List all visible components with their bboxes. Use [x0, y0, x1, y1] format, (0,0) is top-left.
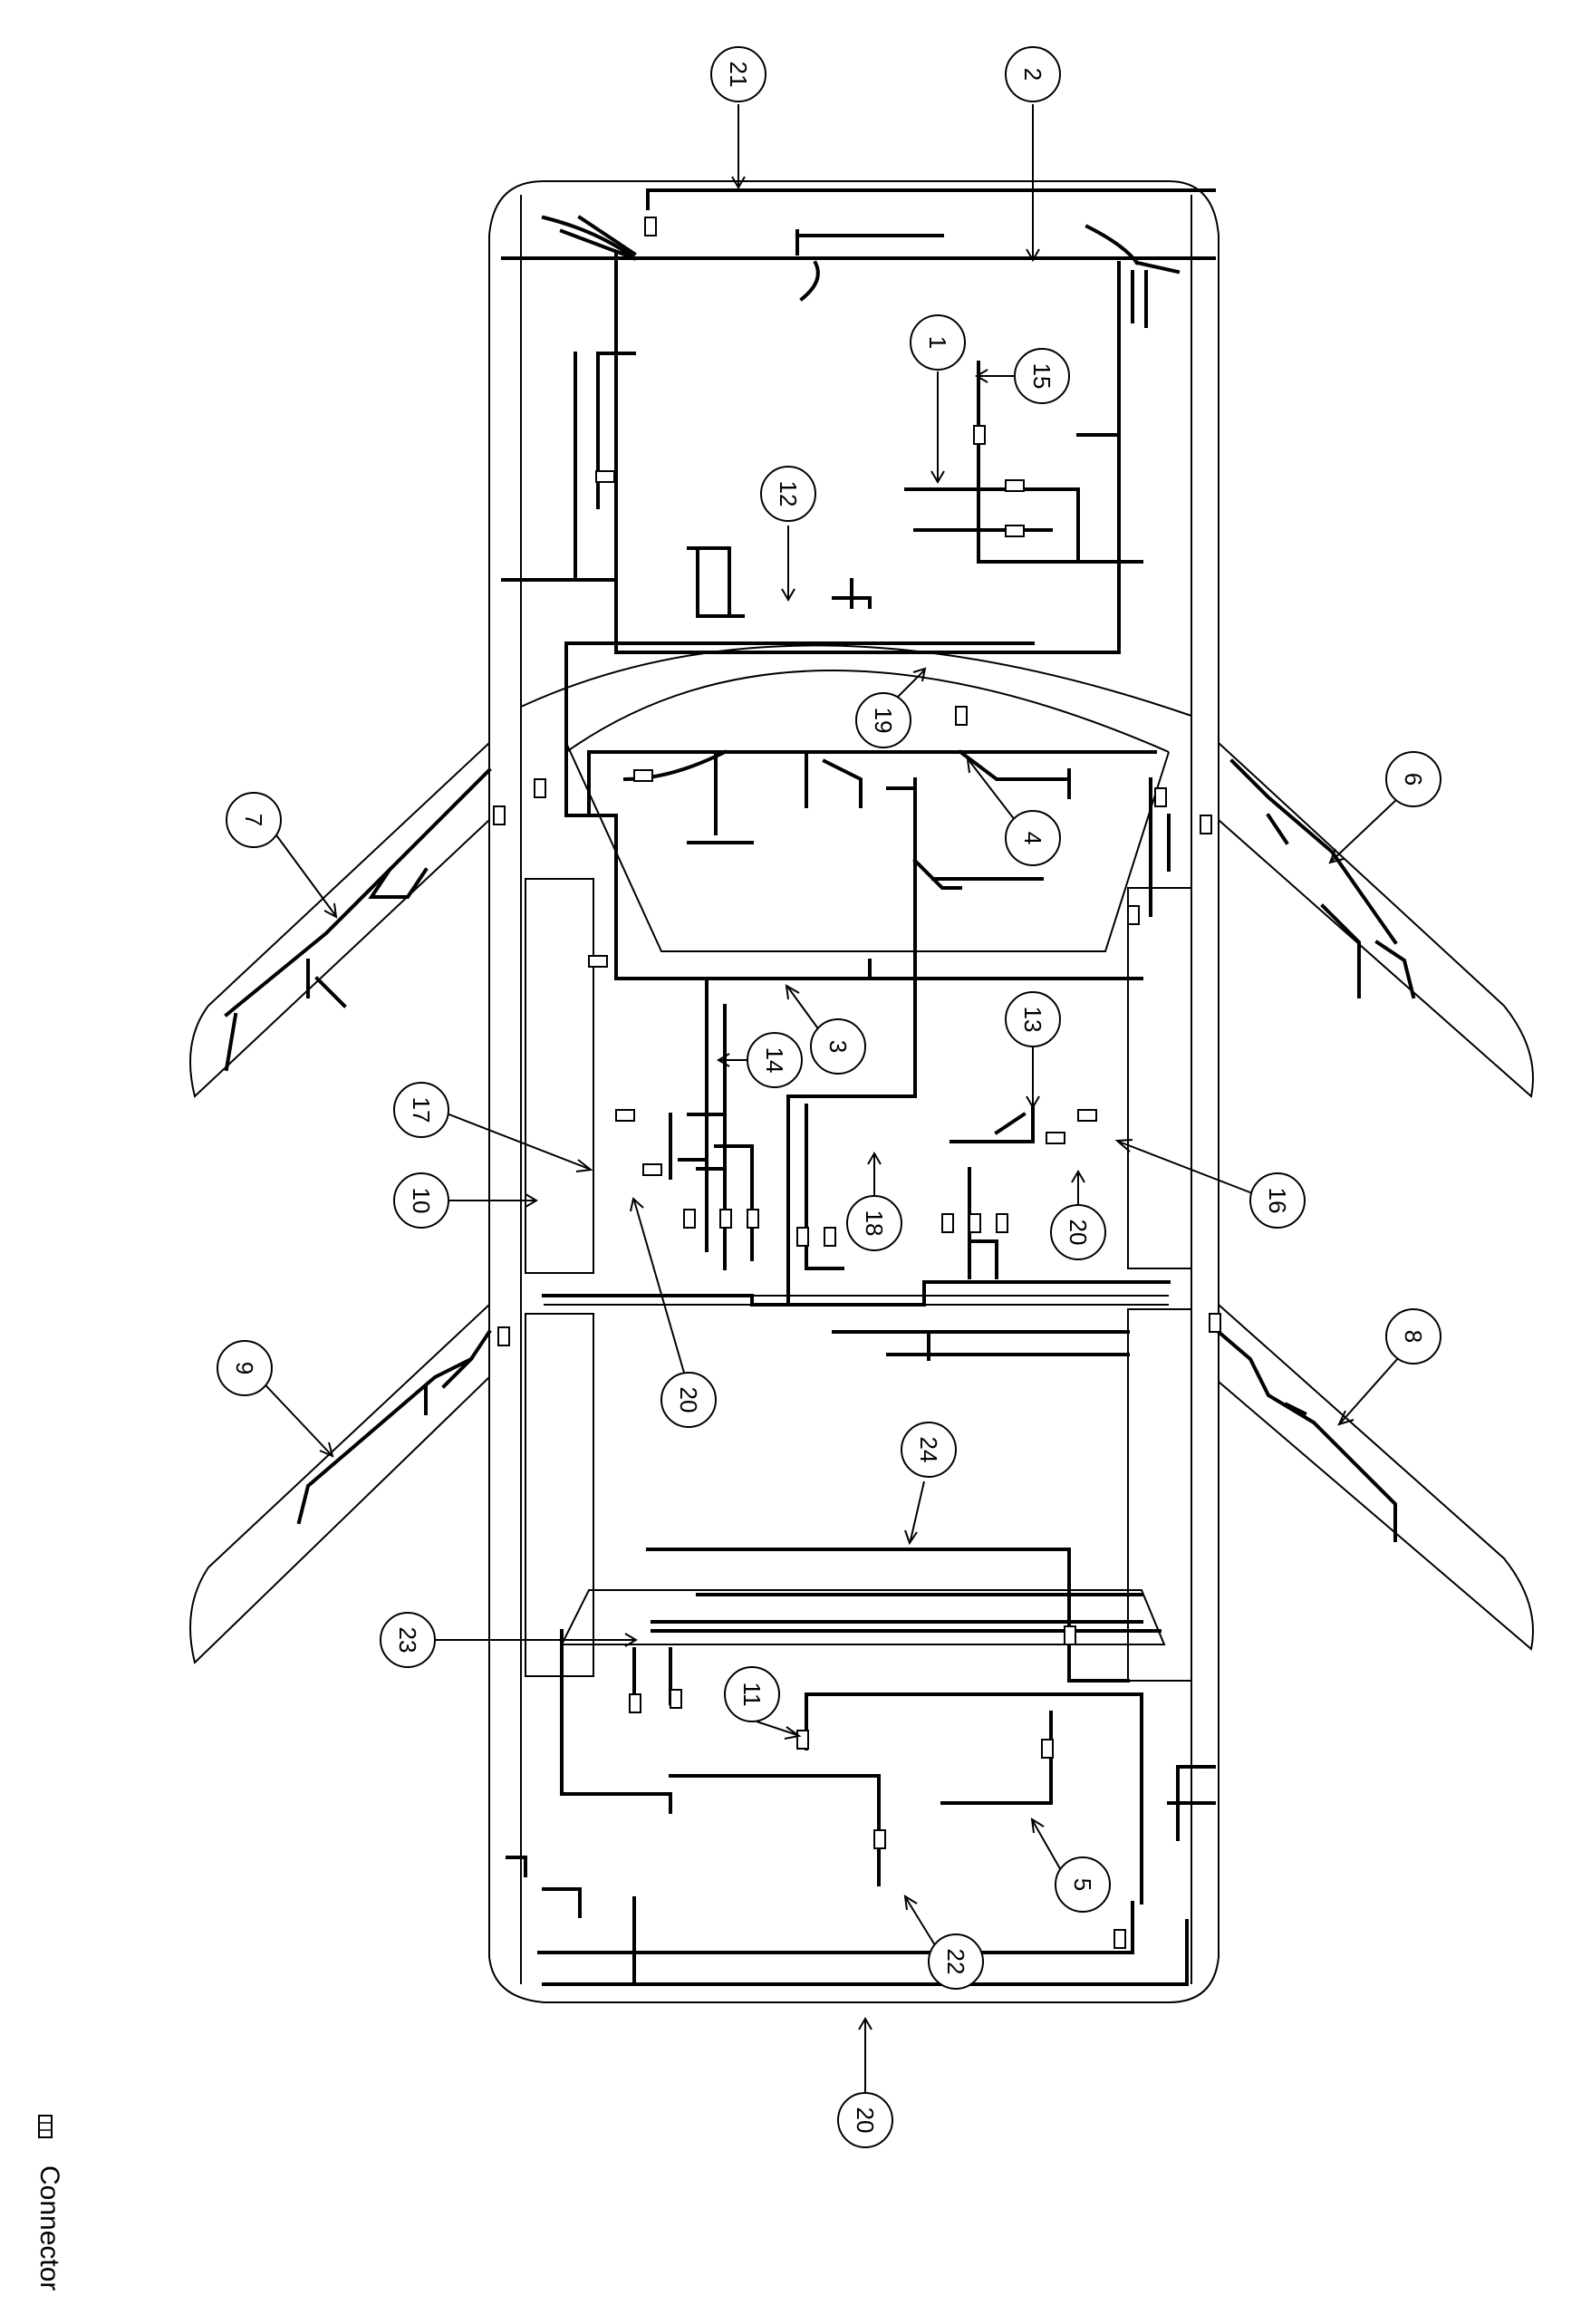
- connector-icon: [595, 470, 615, 483]
- callout-label: 7: [240, 814, 267, 826]
- connector-icon: [644, 217, 657, 236]
- callout-label: 18: [861, 1210, 888, 1237]
- connector-icon: [1005, 479, 1025, 492]
- connector-icon: [633, 769, 653, 782]
- connector-icon: [38, 2115, 53, 2138]
- connector-icon: [1154, 787, 1167, 807]
- callout-24: 23: [380, 1612, 436, 1668]
- door-rear-right: [1218, 1304, 1534, 1651]
- connector-icon: [588, 955, 608, 968]
- connector-icon: [629, 1693, 641, 1713]
- callout-label: 4: [1019, 832, 1046, 844]
- callout-15: 15: [1014, 348, 1070, 404]
- connector-icon: [1200, 815, 1212, 834]
- door-front-left: [189, 742, 490, 1098]
- callout-21: 20: [837, 2092, 893, 2148]
- callout-label: 20: [1065, 1220, 1092, 1246]
- callout-4: 4: [1005, 810, 1061, 866]
- connector-icon: [1041, 1739, 1054, 1759]
- connector-icon: [719, 1209, 732, 1229]
- connector-icon: [796, 1227, 809, 1247]
- callout-label: 21: [725, 62, 752, 88]
- callout-label: 14: [761, 1047, 788, 1074]
- connector-icon: [1064, 1625, 1076, 1645]
- connector-icon: [534, 778, 546, 798]
- connectors: [493, 217, 1221, 1949]
- callout-label: 16: [1264, 1188, 1291, 1214]
- callout-label: 5: [1069, 1878, 1096, 1891]
- callout-6: 6: [1385, 751, 1441, 807]
- callout-22: 21: [710, 46, 766, 102]
- legend: Connector: [34, 2115, 64, 2290]
- callout-label: 19: [870, 708, 897, 734]
- wiring-harness: [224, 188, 1416, 1986]
- connector-icon: [1209, 1313, 1221, 1333]
- callout-11: 11: [724, 1666, 780, 1722]
- callout-25: 24: [901, 1422, 957, 1478]
- callout-label: 22: [942, 1949, 969, 1975]
- callout-label: 10: [408, 1188, 435, 1214]
- callout-7: 7: [226, 792, 282, 848]
- callout-label: 17: [408, 1097, 435, 1123]
- callout-label: 3: [824, 1040, 852, 1053]
- callout-18: 18: [846, 1195, 902, 1251]
- callout-5: 5: [1055, 1856, 1111, 1913]
- callout-9: 9: [217, 1340, 273, 1396]
- callout-label: 13: [1019, 1007, 1046, 1033]
- callout-label: 24: [915, 1437, 942, 1463]
- callout-17: 17: [393, 1082, 449, 1138]
- callout-label: 2: [1019, 68, 1046, 81]
- connector-icon: [615, 1109, 635, 1122]
- callout-label: 9: [231, 1362, 258, 1374]
- callout-13: 13: [1005, 991, 1061, 1047]
- callout-label: 11: [738, 1683, 766, 1707]
- callout-label: 1: [924, 336, 951, 349]
- callout-3: 3: [810, 1018, 866, 1075]
- legend-label: Connector: [34, 2165, 64, 2290]
- connector-icon: [747, 1209, 759, 1229]
- callout-label: 12: [775, 481, 802, 507]
- callout-16: 16: [1249, 1172, 1306, 1229]
- callout-2: 2: [1005, 46, 1061, 102]
- callout-1: 1: [910, 314, 966, 371]
- connector-icon: [683, 1209, 696, 1229]
- callout-label: 20: [675, 1387, 702, 1413]
- connector-icon: [1005, 525, 1025, 537]
- callout-label: 23: [394, 1627, 421, 1654]
- connector-icon: [1077, 1109, 1097, 1122]
- callouts: 21 2 1 15 12 19 4 7: [217, 46, 1441, 2148]
- connector-icon: [796, 1730, 809, 1750]
- callout-20: 20: [1050, 1204, 1106, 1260]
- connector-icon: [497, 1326, 510, 1346]
- callout-19: 19: [855, 692, 911, 748]
- connector-icon: [941, 1213, 954, 1233]
- connector-icon: [824, 1227, 836, 1247]
- callout-12: 12: [760, 466, 816, 522]
- connector-icon: [969, 1213, 981, 1233]
- connector-icon: [1113, 1929, 1126, 1949]
- callout-leaders: [253, 104, 1414, 2093]
- callout-8: 8: [1385, 1308, 1441, 1365]
- connector-icon: [1046, 1132, 1065, 1144]
- connector-icon: [973, 425, 986, 445]
- callout-label: 8: [1400, 1330, 1427, 1343]
- callout-23: 22: [928, 1933, 984, 1990]
- connector-icon: [642, 1163, 662, 1176]
- callout-label: 20: [852, 2107, 879, 2134]
- connector-icon: [493, 805, 506, 825]
- connector-icon: [955, 706, 968, 726]
- callout-label: 6: [1400, 773, 1427, 786]
- connector-icon: [670, 1689, 682, 1709]
- connector-icon: [1127, 905, 1140, 925]
- callout-14: 14: [747, 1032, 803, 1088]
- callout-20: 20: [660, 1372, 717, 1428]
- callout-10: 10: [393, 1172, 449, 1229]
- callout-label: 15: [1028, 363, 1056, 390]
- door-rear-left: [189, 1304, 490, 1664]
- connector-icon: [996, 1213, 1008, 1233]
- connector-icon: [873, 1829, 886, 1849]
- door-front-right: [1218, 742, 1534, 1098]
